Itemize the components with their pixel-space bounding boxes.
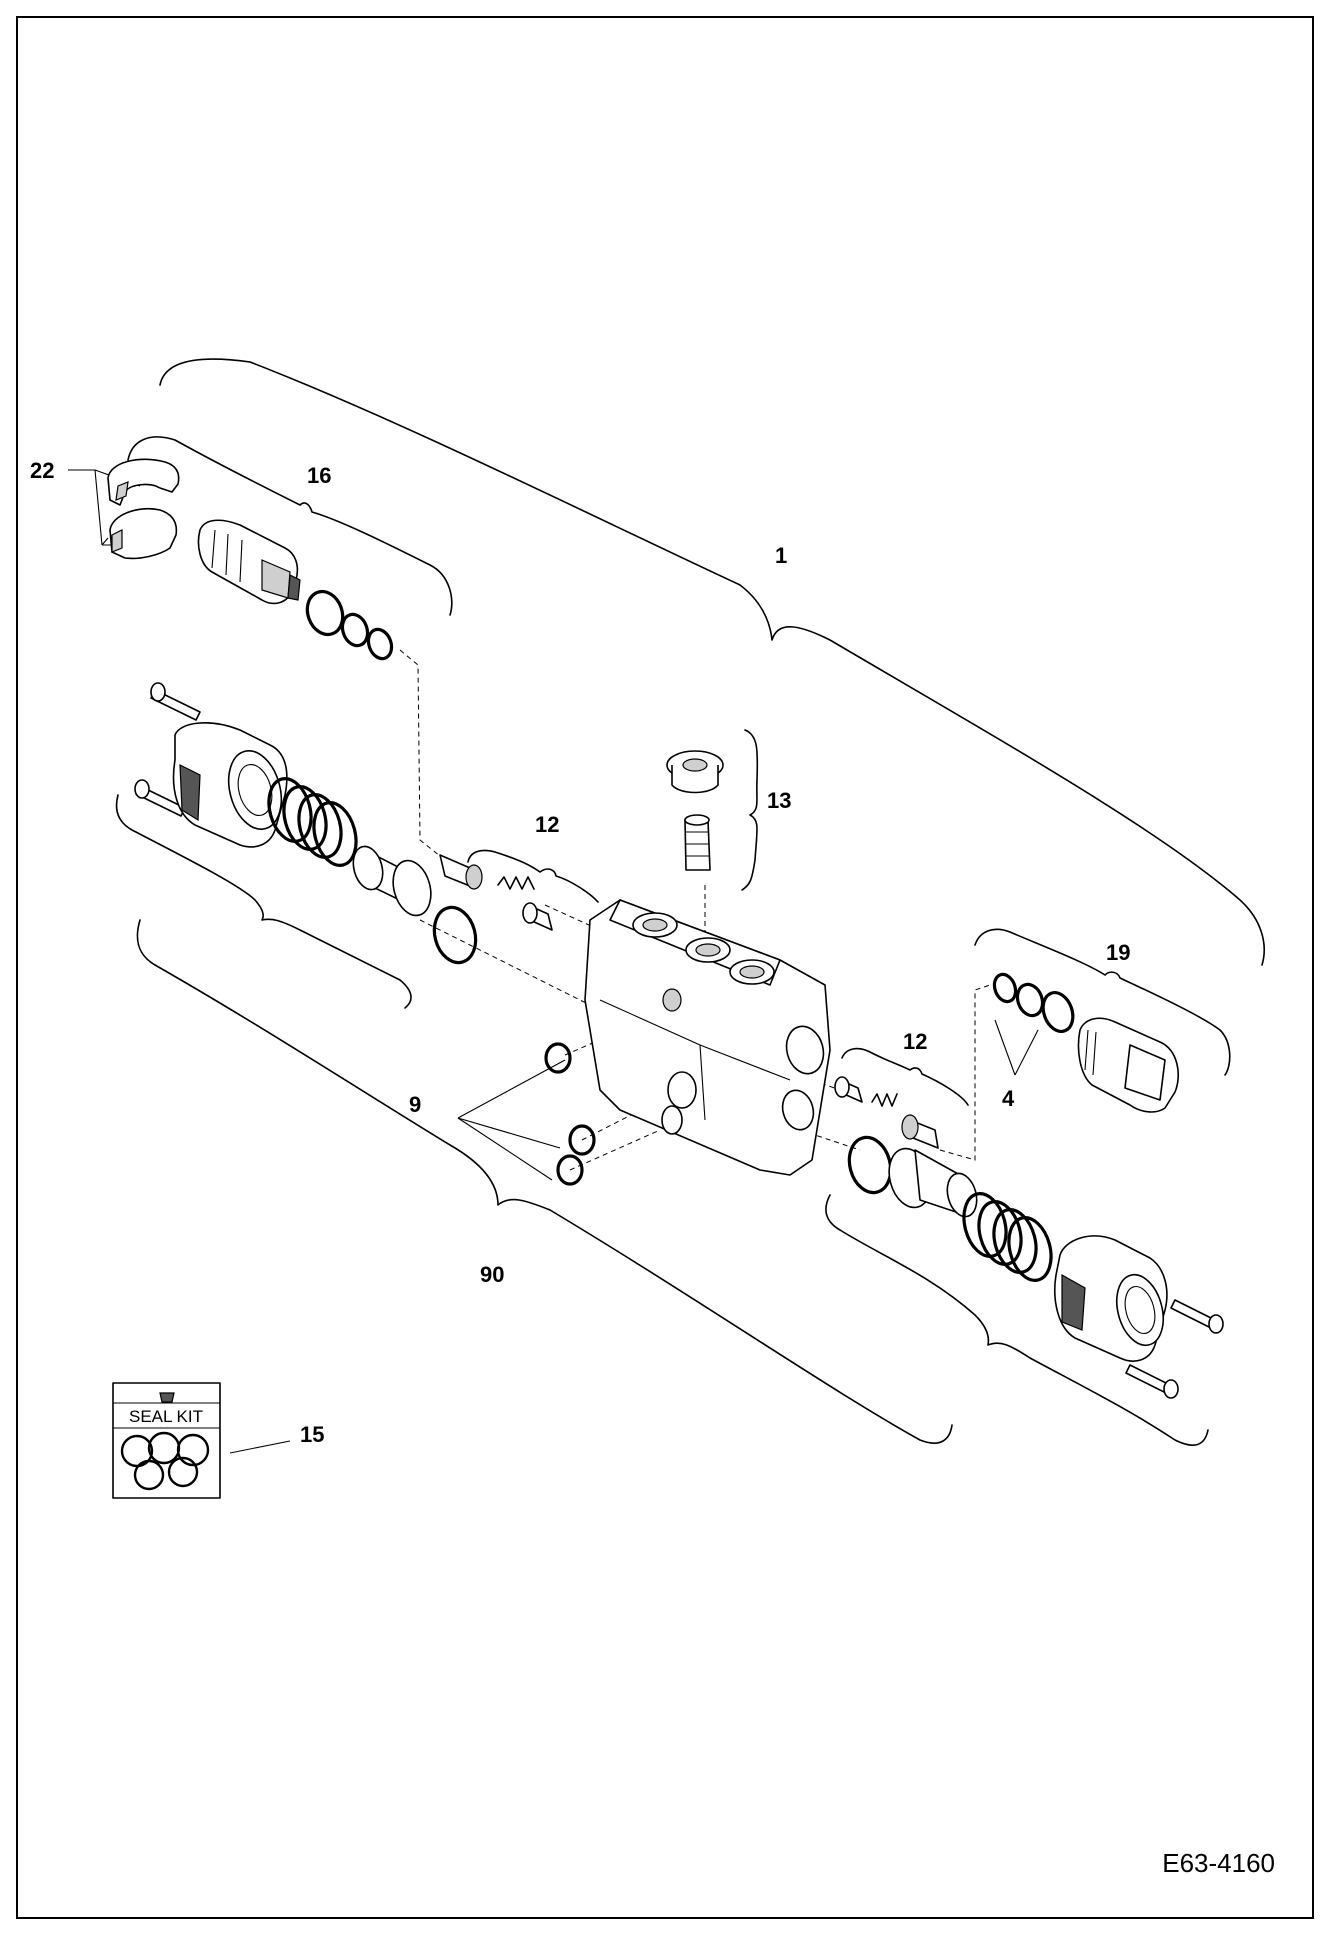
relief-valve-16 bbox=[197, 519, 301, 605]
check-poppet-right bbox=[834, 1076, 863, 1103]
o-ring-16c bbox=[366, 627, 394, 661]
leader-4 bbox=[994, 1019, 1039, 1076]
leader-9 bbox=[457, 1059, 566, 1181]
o-ring-4c bbox=[1041, 991, 1075, 1033]
callout-13: 13 bbox=[767, 788, 791, 813]
leader-22 bbox=[68, 469, 141, 546]
brace-12a bbox=[467, 849, 599, 903]
callout-12-left: 12 bbox=[535, 812, 559, 837]
brace-right-housing bbox=[825, 1194, 1209, 1446]
brace-16 bbox=[127, 436, 453, 616]
clamp-half-upper bbox=[107, 458, 180, 506]
valve-body bbox=[584, 899, 831, 1176]
o-ring-9c bbox=[556, 1154, 584, 1186]
callout-90: 90 bbox=[480, 1262, 504, 1287]
o-ring-9a bbox=[544, 1042, 572, 1074]
callout-15: 15 bbox=[300, 1422, 324, 1447]
callout-22: 22 bbox=[30, 458, 54, 483]
pilot-spool-13 bbox=[684, 814, 711, 871]
callout-9: 9 bbox=[409, 1092, 421, 1117]
o-ring-4b bbox=[1015, 982, 1045, 1018]
spring-left bbox=[267, 777, 358, 867]
spring-seat-left bbox=[352, 845, 432, 917]
check-poppet-left bbox=[522, 902, 553, 931]
drawing-border bbox=[16, 16, 1314, 1919]
callout-4: 4 bbox=[1002, 1086, 1015, 1111]
brace-90 bbox=[136, 919, 953, 1444]
spring-seat-right bbox=[888, 1147, 978, 1218]
o-ring-16b bbox=[340, 612, 370, 648]
clamp-half-lower bbox=[109, 507, 178, 560]
leader-15 bbox=[229, 1440, 291, 1454]
spring-right bbox=[962, 1192, 1053, 1282]
o-ring-9b bbox=[568, 1124, 596, 1156]
callout-16: 16 bbox=[307, 463, 331, 488]
check-plug-left bbox=[439, 854, 483, 890]
drawing-code: E63-4160 bbox=[1162, 1848, 1275, 1878]
callout-19: 19 bbox=[1106, 940, 1130, 965]
o-ring-16a bbox=[305, 589, 345, 637]
axis-line-main bbox=[419, 919, 601, 1011]
axis-line-12a bbox=[544, 904, 601, 931]
o-ring-spool-left bbox=[432, 905, 478, 965]
bolt-left-lower bbox=[134, 779, 186, 817]
hex-plug-13 bbox=[666, 750, 724, 794]
bolt-right-upper bbox=[1170, 1299, 1224, 1334]
brace-left-housing bbox=[115, 794, 412, 1009]
o-ring-spool-right bbox=[847, 1135, 893, 1195]
callout-12-right: 12 bbox=[903, 1029, 927, 1054]
callout-1: 1 bbox=[775, 543, 787, 568]
brace-13 bbox=[741, 729, 759, 891]
bolt-left-upper bbox=[150, 682, 201, 721]
brace-19 bbox=[974, 928, 1231, 1076]
axis-line-16 bbox=[399, 649, 446, 861]
brace-1 bbox=[159, 358, 1265, 966]
o-ring-4a bbox=[992, 972, 1018, 1004]
seal-kit-label: SEAL KIT bbox=[129, 1407, 203, 1426]
check-spring-right bbox=[871, 1093, 898, 1107]
spring-housing-right bbox=[1054, 1235, 1168, 1362]
relief-valve-19 bbox=[1077, 1017, 1179, 1113]
bolt-right-lower bbox=[1125, 1364, 1179, 1399]
check-spring-left bbox=[497, 876, 535, 890]
seal-kit: SEAL KIT bbox=[112, 1382, 221, 1499]
brace-12b bbox=[841, 1047, 969, 1106]
check-plug-right bbox=[901, 1114, 939, 1149]
